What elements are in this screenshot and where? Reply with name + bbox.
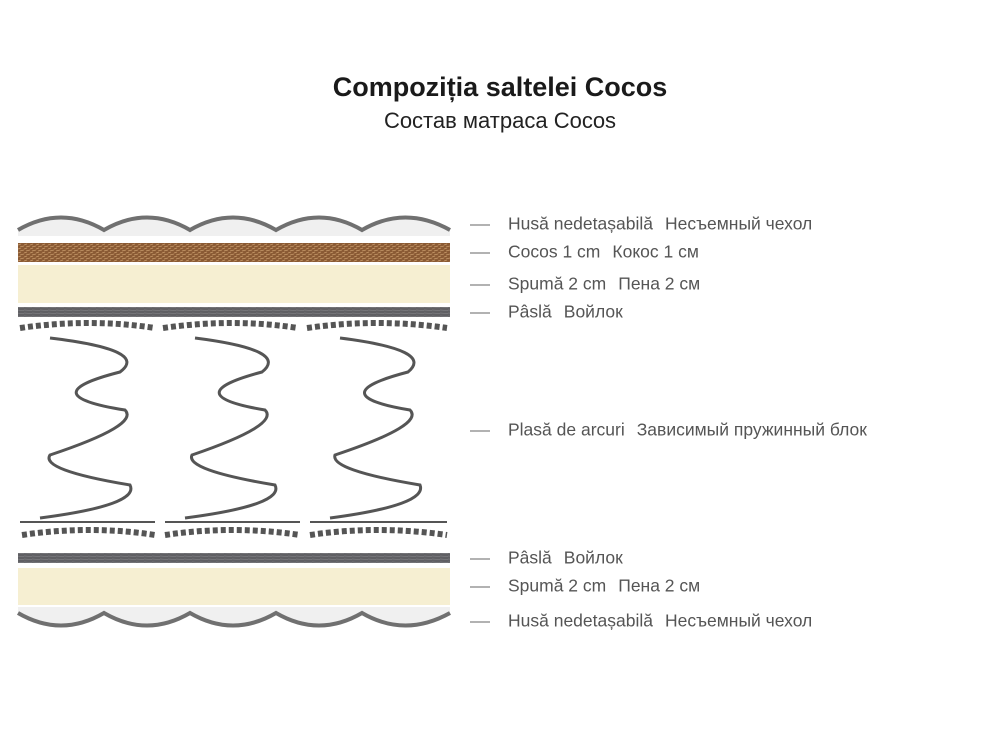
label-ru: Кокос 1 см <box>612 241 699 262</box>
label-ro: Husă nedetașabilă <box>508 213 653 234</box>
leader-line <box>470 252 490 254</box>
coconut-layer <box>18 243 450 262</box>
label-ro: Plasă de arcuri <box>508 419 625 440</box>
page-subtitle: Состав матраса Cocos <box>383 108 617 133</box>
label-ru: Несъемный чехол <box>664 213 813 234</box>
label-ro: Pâslă <box>508 547 552 568</box>
label-bottom-cover: Husă nedetașabilă Несъемный чехол <box>470 611 812 632</box>
bottom-cover-layer <box>16 607 451 628</box>
label-ro: Husă nedetașabilă <box>508 610 653 631</box>
top-cover-layer <box>16 215 451 236</box>
label-coconut: Cocos 1 cm Кокос 1 см <box>470 242 699 263</box>
label-bottom-felt: Pâslă Войлок <box>470 548 623 569</box>
label-top-foam: Spumă 2 cm Пена 2 см <box>470 274 700 295</box>
bottom-foam-layer <box>18 568 450 605</box>
label-bottom-foam: Spumă 2 cm Пена 2 см <box>470 576 700 597</box>
label-ro: Cocos 1 cm <box>508 241 601 262</box>
label-ru: Несъемный чехол <box>664 610 813 631</box>
label-top-cover: Husă nedetașabilă Несъемный чехол <box>470 214 812 235</box>
top-foam-layer <box>18 265 450 303</box>
leader-line <box>470 430 490 432</box>
leader-line <box>470 224 490 226</box>
leader-line <box>470 621 490 623</box>
label-spring-block: Plasă de arcuri Зависимый пружинный блок <box>470 420 867 441</box>
leader-line <box>470 312 490 314</box>
leader-line <box>470 586 490 588</box>
label-top-felt: Pâslă Войлок <box>470 302 623 323</box>
label-ro: Spumă 2 cm <box>508 273 607 294</box>
label-ru: Пена 2 см <box>618 575 701 596</box>
leader-line <box>470 558 490 560</box>
label-ru: Войлок <box>563 301 623 322</box>
bottom-felt-layer <box>18 553 450 563</box>
label-ru: Пена 2 см <box>618 273 701 294</box>
spring-block <box>19 320 448 538</box>
label-ru: Зависимый пружинный блок <box>636 419 867 440</box>
leader-line <box>470 284 490 286</box>
label-ru: Войлок <box>563 547 623 568</box>
label-ro: Spumă 2 cm <box>508 575 607 596</box>
top-felt-layer <box>18 307 450 317</box>
label-ro: Pâslă <box>508 301 552 322</box>
page-title: Compoziția saltelei Cocos <box>332 72 668 102</box>
